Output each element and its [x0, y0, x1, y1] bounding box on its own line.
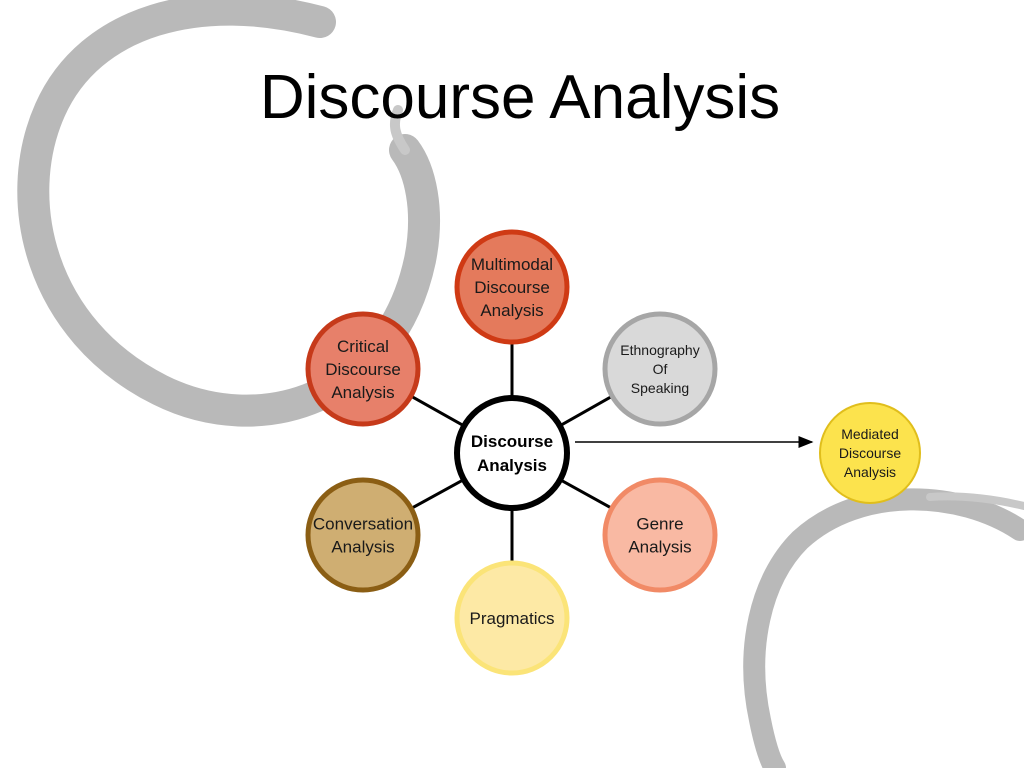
connector-genre [559, 478, 613, 510]
page-title: Discourse Analysis [259, 63, 781, 132]
node-mediated-circle [819, 402, 921, 504]
node-critical-circle [305, 311, 421, 427]
connector-conversation [410, 478, 465, 510]
node-conversation-label-line-2: Analysis [331, 537, 394, 556]
node-genre-label-line-1: Genre [636, 514, 683, 533]
connectors [410, 342, 613, 563]
node-multimodal-label-line-1: Multimodal [471, 255, 553, 274]
node-pragmatics: Pragmatics [454, 560, 570, 676]
node-mediated-label-line-3: Analysis [844, 464, 896, 480]
decorative-brush-circle-top-left [17, 0, 441, 427]
node-mediated-label-line-1: Mediated [841, 426, 899, 442]
diagram-nodes: MultimodalDiscourseAnalysisEthnographyOf… [305, 229, 921, 676]
node-pragmatics-label-line-1: Pragmatics [469, 609, 554, 628]
node-ethnography-label-line-3: Speaking [631, 380, 689, 396]
connector-critical [410, 394, 465, 428]
connector-ethnography [559, 394, 613, 428]
node-center-label-line-1: Discourse [471, 432, 553, 451]
node-critical-label-line-1: Critical [337, 337, 389, 356]
node-multimodal-label-line-2: Discourse [474, 278, 550, 297]
decorative-brush-circle-bottom-right [743, 488, 1024, 768]
node-ethnography-circle [602, 311, 718, 427]
node-mediated-label-line-2: Discourse [839, 445, 901, 461]
node-critical-label-line-3: Analysis [331, 383, 394, 402]
node-center-circle [454, 395, 570, 511]
node-center-label-line-2: Analysis [477, 456, 547, 475]
node-ethnography-label-line-1: Ethnography [620, 342, 699, 358]
node-pragmatics-circle [454, 560, 570, 676]
node-genre-circle [602, 477, 718, 593]
node-critical-label-line-2: Discourse [325, 360, 401, 379]
node-multimodal-label-line-3: Analysis [480, 301, 543, 320]
node-genre-label-line-2: Analysis [628, 537, 691, 556]
node-conversation-label-line-1: Conversation [313, 514, 413, 533]
node-multimodal-circle [454, 229, 570, 345]
node-conversation-circle [305, 477, 421, 593]
node-ethnography-label-line-2: Of [653, 361, 668, 377]
